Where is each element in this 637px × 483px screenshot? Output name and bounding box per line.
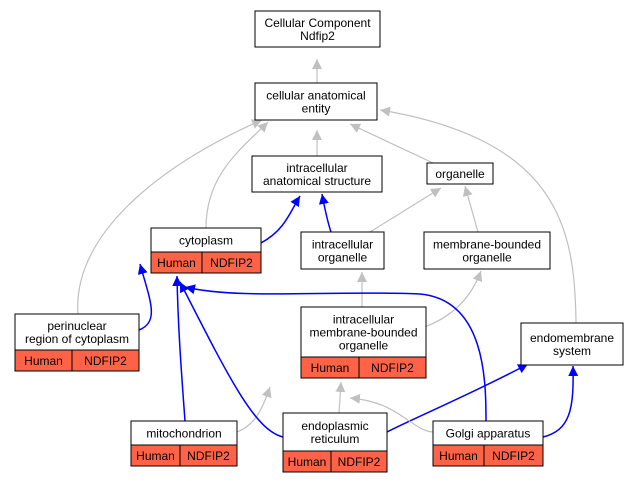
node-label-line: organelle [462, 251, 512, 265]
node-label-line: intracellular [286, 161, 347, 175]
edge-membrane_bounded_organelle-to-organelle [462, 185, 479, 233]
edge-golgi_apparatus-to-endomembrane_system [542, 365, 579, 438]
edge-organelle-to-cellular_anatomical_entity [349, 123, 434, 164]
edge-golgi_apparatus-to-cytoplasm [184, 284, 487, 422]
node-label-line: entity [302, 102, 331, 116]
edge-mitochondrion-to-cytoplasm [172, 275, 186, 422]
annotation-cell [71, 349, 140, 372]
node-label-line: Ndfip2 [300, 29, 335, 43]
node-label-line: Golgi apparatus [446, 427, 531, 441]
edge-golgi_apparatus-to-intracellular_membrane_bounded_organelle [349, 393, 434, 433]
node-box [423, 231, 551, 270]
node-box [251, 155, 383, 193]
node-box [520, 322, 624, 366]
node-label-line: membrane-bounded [309, 326, 417, 340]
annotation-cell [179, 444, 238, 467]
node-label-line: endomembrane [530, 331, 614, 345]
node-label-line: cellular anatomical [266, 89, 365, 103]
annotation-gene: NDFIP2 [338, 455, 381, 469]
node-label-line: mitochondrion [146, 427, 221, 441]
node-label-line: intracellular [333, 313, 394, 327]
annotation-cell [330, 450, 388, 473]
node-label-line: Cellular Component [264, 16, 371, 30]
annotation-species: Human [288, 455, 327, 469]
edge-endomembrane_system-to-cellular_anatomical_entity [379, 106, 577, 324]
edge-endoplasmic_reticulum-to-intracellular_membrane_bounded_organelle [335, 381, 346, 414]
edge-intracellular_organelle-to-organelle [369, 187, 442, 233]
node-label-line: intracellular [312, 238, 373, 252]
node-label-line: organelle [339, 339, 389, 353]
edges-layer [77, 59, 579, 438]
annotation-gene: NDFIP2 [84, 354, 127, 368]
node-intracellular_membrane_bounded_organelle[interactable]: intracellularmembrane-boundedorganelleHu… [300, 306, 427, 379]
edge-cytoplasm-to-cellular_anatomical_entity [205, 121, 269, 229]
annotation-gene: NDFIP2 [371, 361, 414, 375]
node-label-line: system [553, 344, 591, 358]
node-label-line: reticulum [311, 432, 360, 446]
annotation-gene: NDFIP2 [492, 449, 535, 463]
edge-perinuclear_region-to-cellular_anatomical_entity [77, 119, 263, 315]
node-label-line: organelle [435, 167, 485, 181]
annotation-gene: NDFIP2 [187, 449, 230, 463]
annotation-species: Human [439, 449, 478, 463]
annotation-cell [483, 444, 544, 467]
node-label-line: cytoplasm [179, 234, 233, 248]
annotation-cell [201, 251, 262, 274]
edge-cytoplasm-to-intracellular_anatomical_structure [260, 195, 301, 244]
node-box [254, 10, 381, 48]
edge-intracellular_organelle-to-intracellular_anatomical_structure [318, 193, 332, 233]
annotation-species: Human [24, 354, 63, 368]
annotation-cell [358, 356, 427, 379]
node-organelle[interactable]: organelle [426, 162, 494, 185]
edge-endoplasmic_reticulum-to-endomembrane_system [386, 363, 529, 433]
node-box [300, 231, 385, 270]
node-box [426, 162, 494, 185]
node-label-line: endoplasmic [301, 419, 368, 433]
node-label-line: organelle [318, 251, 368, 265]
node-box [254, 82, 378, 121]
node-label-line: membrane-bounded [433, 238, 541, 252]
annotation-species: Human [157, 256, 196, 270]
node-label-line: perinuclear [47, 319, 106, 333]
edge-mitochondrion-to-intracellular_membrane_bounded_organelle [236, 386, 272, 433]
edge-perinuclear_region-to-cytoplasm [137, 263, 153, 331]
node-label-line: anatomical structure [263, 174, 371, 188]
edge-endoplasmic_reticulum-to-cytoplasm [179, 281, 284, 438]
node-label-line: region of cytoplasm [25, 332, 129, 346]
annotation-species: Human [136, 449, 175, 463]
annotation-gene: NDFIP2 [210, 256, 253, 270]
annotation-species: Human [311, 361, 350, 375]
